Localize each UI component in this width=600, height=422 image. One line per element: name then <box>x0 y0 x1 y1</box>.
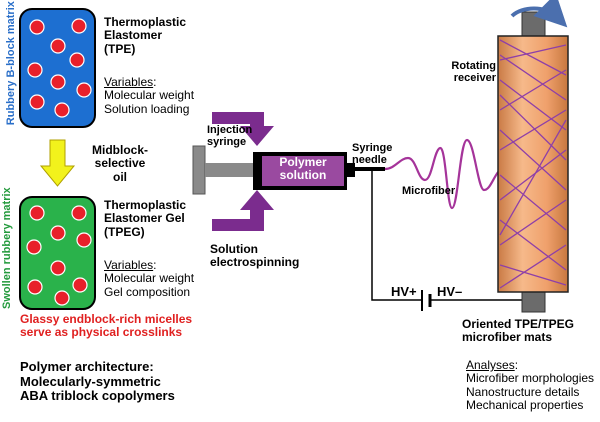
electrospinning-input-arrow-bottom <box>212 190 274 231</box>
analyses-list: Analyses: Microfiber morphologies Nanost… <box>466 358 595 413</box>
wound-fiber <box>499 119 567 236</box>
wound-fiber <box>499 199 567 246</box>
tpe-variables: Variables: Molecular weight Solution loa… <box>104 75 195 116</box>
wound-fiber <box>499 149 567 201</box>
wound-fiber <box>499 44 567 61</box>
tpe-matrix-box <box>19 8 96 128</box>
side-label-rubbery-matrix: Rubbery B-block matrix <box>4 1 17 126</box>
wound-fiber <box>499 264 567 286</box>
oil-label: Midblock- selective oil <box>92 143 148 184</box>
micelle <box>69 52 85 68</box>
rotating-receiver-label: Rotating receiver <box>451 60 496 85</box>
tpeg-gel-box <box>19 196 96 310</box>
microfiber-label: Microfiber <box>402 185 456 197</box>
micelle <box>71 18 87 34</box>
wound-fiber <box>499 244 567 289</box>
micelle <box>26 239 42 255</box>
micelle <box>72 277 88 293</box>
polymer-solution-label: Polymer solution <box>279 155 327 183</box>
electrospinning-label: Solution electrospinning <box>210 242 300 270</box>
syringe-input-arrow-top <box>212 112 274 146</box>
micelle <box>54 290 70 306</box>
syringe-needle-label: Syringe needle <box>352 142 393 167</box>
hv-minus-label: HV– <box>437 284 463 299</box>
micelle <box>76 232 92 248</box>
oriented-mats-label: Oriented TPE/TPEG microfiber mats <box>462 317 575 345</box>
tpeg-variables: Variables: Molecular weight Gel composit… <box>104 258 195 299</box>
high-voltage-circuit <box>371 170 523 311</box>
side-label-swollen-matrix: Swollen rubbery matrix <box>0 187 13 309</box>
micelle <box>29 205 45 221</box>
micelle <box>27 62 43 78</box>
wound-fiber <box>499 79 567 131</box>
micelle <box>54 102 70 118</box>
micelle <box>50 38 66 54</box>
rotating-receiver <box>497 0 569 313</box>
micelle <box>29 94 45 110</box>
oil-swelling-arrow <box>39 139 76 187</box>
tpeg-title: Thermoplastic Elastomer Gel (TPEG) <box>104 198 187 239</box>
micelle <box>27 279 43 295</box>
wound-fiber <box>499 129 567 191</box>
polymer-architecture: Polymer architecture: Molecularly-symmet… <box>20 359 175 404</box>
wound-fiber <box>499 174 567 231</box>
micelle <box>29 19 45 35</box>
micelle-note: Glassy endblock-rich micelles serve as p… <box>20 312 193 340</box>
wound-fiber <box>499 69 567 111</box>
injection-syringe-label: Injection syringe <box>207 124 253 149</box>
wound-fibers <box>499 39 567 289</box>
wound-fiber <box>499 39 567 76</box>
wound-fiber <box>499 54 567 101</box>
micelle <box>76 82 92 98</box>
microfiber-jet <box>384 138 506 210</box>
micelle <box>50 225 66 241</box>
micelle <box>71 205 87 221</box>
wound-fiber <box>499 94 567 161</box>
wound-fiber <box>499 109 567 151</box>
wound-fiber <box>499 219 567 271</box>
micelle <box>50 260 66 276</box>
micelle-group-tpe <box>27 18 92 118</box>
micelle <box>50 74 66 90</box>
hv-plus-label: HV+ <box>391 284 417 299</box>
tpe-title: Thermoplastic Elastomer (TPE) <box>104 15 187 56</box>
injection-syringe <box>192 145 385 195</box>
micelle-group-tpeg <box>26 205 92 306</box>
